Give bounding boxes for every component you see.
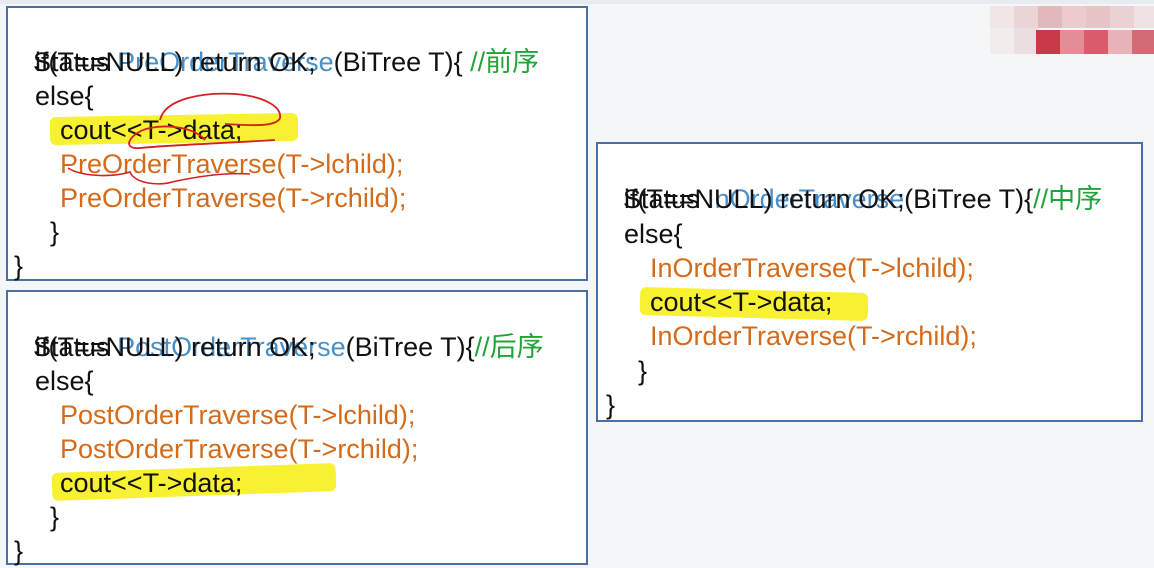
preorder-visit-line: cout<<T->data; <box>60 115 243 145</box>
preorder-status-keyword: Status <box>33 47 118 77</box>
preorder-else-close-brace: } <box>50 217 60 247</box>
inorder-function-name: InOrderTraverse <box>707 184 905 214</box>
postorder-left-recursion-line: PostOrderTraverse(T->lchild); <box>60 400 416 430</box>
preorder-right-recursion-line: PreOrderTraverse(T->rchild); <box>60 183 407 213</box>
inorder-code-panel <box>596 142 1143 422</box>
inorder-function-close-brace: } <box>606 390 616 420</box>
postorder-comment: //后序 <box>474 332 544 362</box>
postorder-visit-line: cout<<T->data; <box>60 468 243 498</box>
preorder-left-recursion-line: PreOrderTraverse(T->lchild); <box>60 149 404 179</box>
inorder-params: (BiTree T){ <box>904 184 1034 214</box>
preorder-signature-line: Status PreOrderTraverse(BiTree T){ //前序 <box>18 11 539 77</box>
preorder-params: (BiTree T){ <box>333 47 471 77</box>
inorder-comment: //中序 <box>1033 184 1103 214</box>
preorder-null-check-line: if(T==NULL) return OK; <box>35 47 316 77</box>
postorder-function-close-brace: } <box>14 536 24 566</box>
postorder-params: (BiTree T){ <box>345 332 475 362</box>
postorder-signature-line: Status PostOrderTraverse(BiTree T){//后序 <box>18 296 544 362</box>
postorder-status-keyword: Status <box>33 332 118 362</box>
inorder-right-recursion-line: InOrderTraverse(T->rchild); <box>650 321 977 351</box>
preorder-comment: //前序 <box>470 47 540 77</box>
postorder-code-panel <box>6 290 588 565</box>
postorder-else-line: else{ <box>35 366 94 396</box>
postorder-null-check-line: if(T==NULL) return OK; <box>35 332 316 362</box>
postorder-right-recursion-line: PostOrderTraverse(T->rchild); <box>60 434 419 464</box>
blurred-avatar-image <box>990 6 1154 56</box>
postorder-function-name: PostOrderTraverse <box>117 332 346 362</box>
inorder-else-line: else{ <box>624 219 683 249</box>
postorder-else-close-brace: } <box>50 502 60 532</box>
inorder-else-close-brace: } <box>638 356 648 386</box>
inorder-signature-line: Status InOrderTraverse(BiTree T){//中序 <box>608 148 1102 214</box>
preorder-else-line: else{ <box>35 81 94 111</box>
inorder-visit-line: cout<<T->data; <box>650 287 833 317</box>
inorder-left-recursion-line: InOrderTraverse(T->lchild); <box>650 253 974 283</box>
preorder-function-name: PreOrderTraverse <box>117 47 334 77</box>
inorder-status-keyword: Status <box>623 184 708 214</box>
top-divider <box>0 0 1154 4</box>
inorder-null-check-line: if(T==NULL) return OK; <box>624 184 905 214</box>
preorder-function-close-brace: } <box>14 251 24 281</box>
